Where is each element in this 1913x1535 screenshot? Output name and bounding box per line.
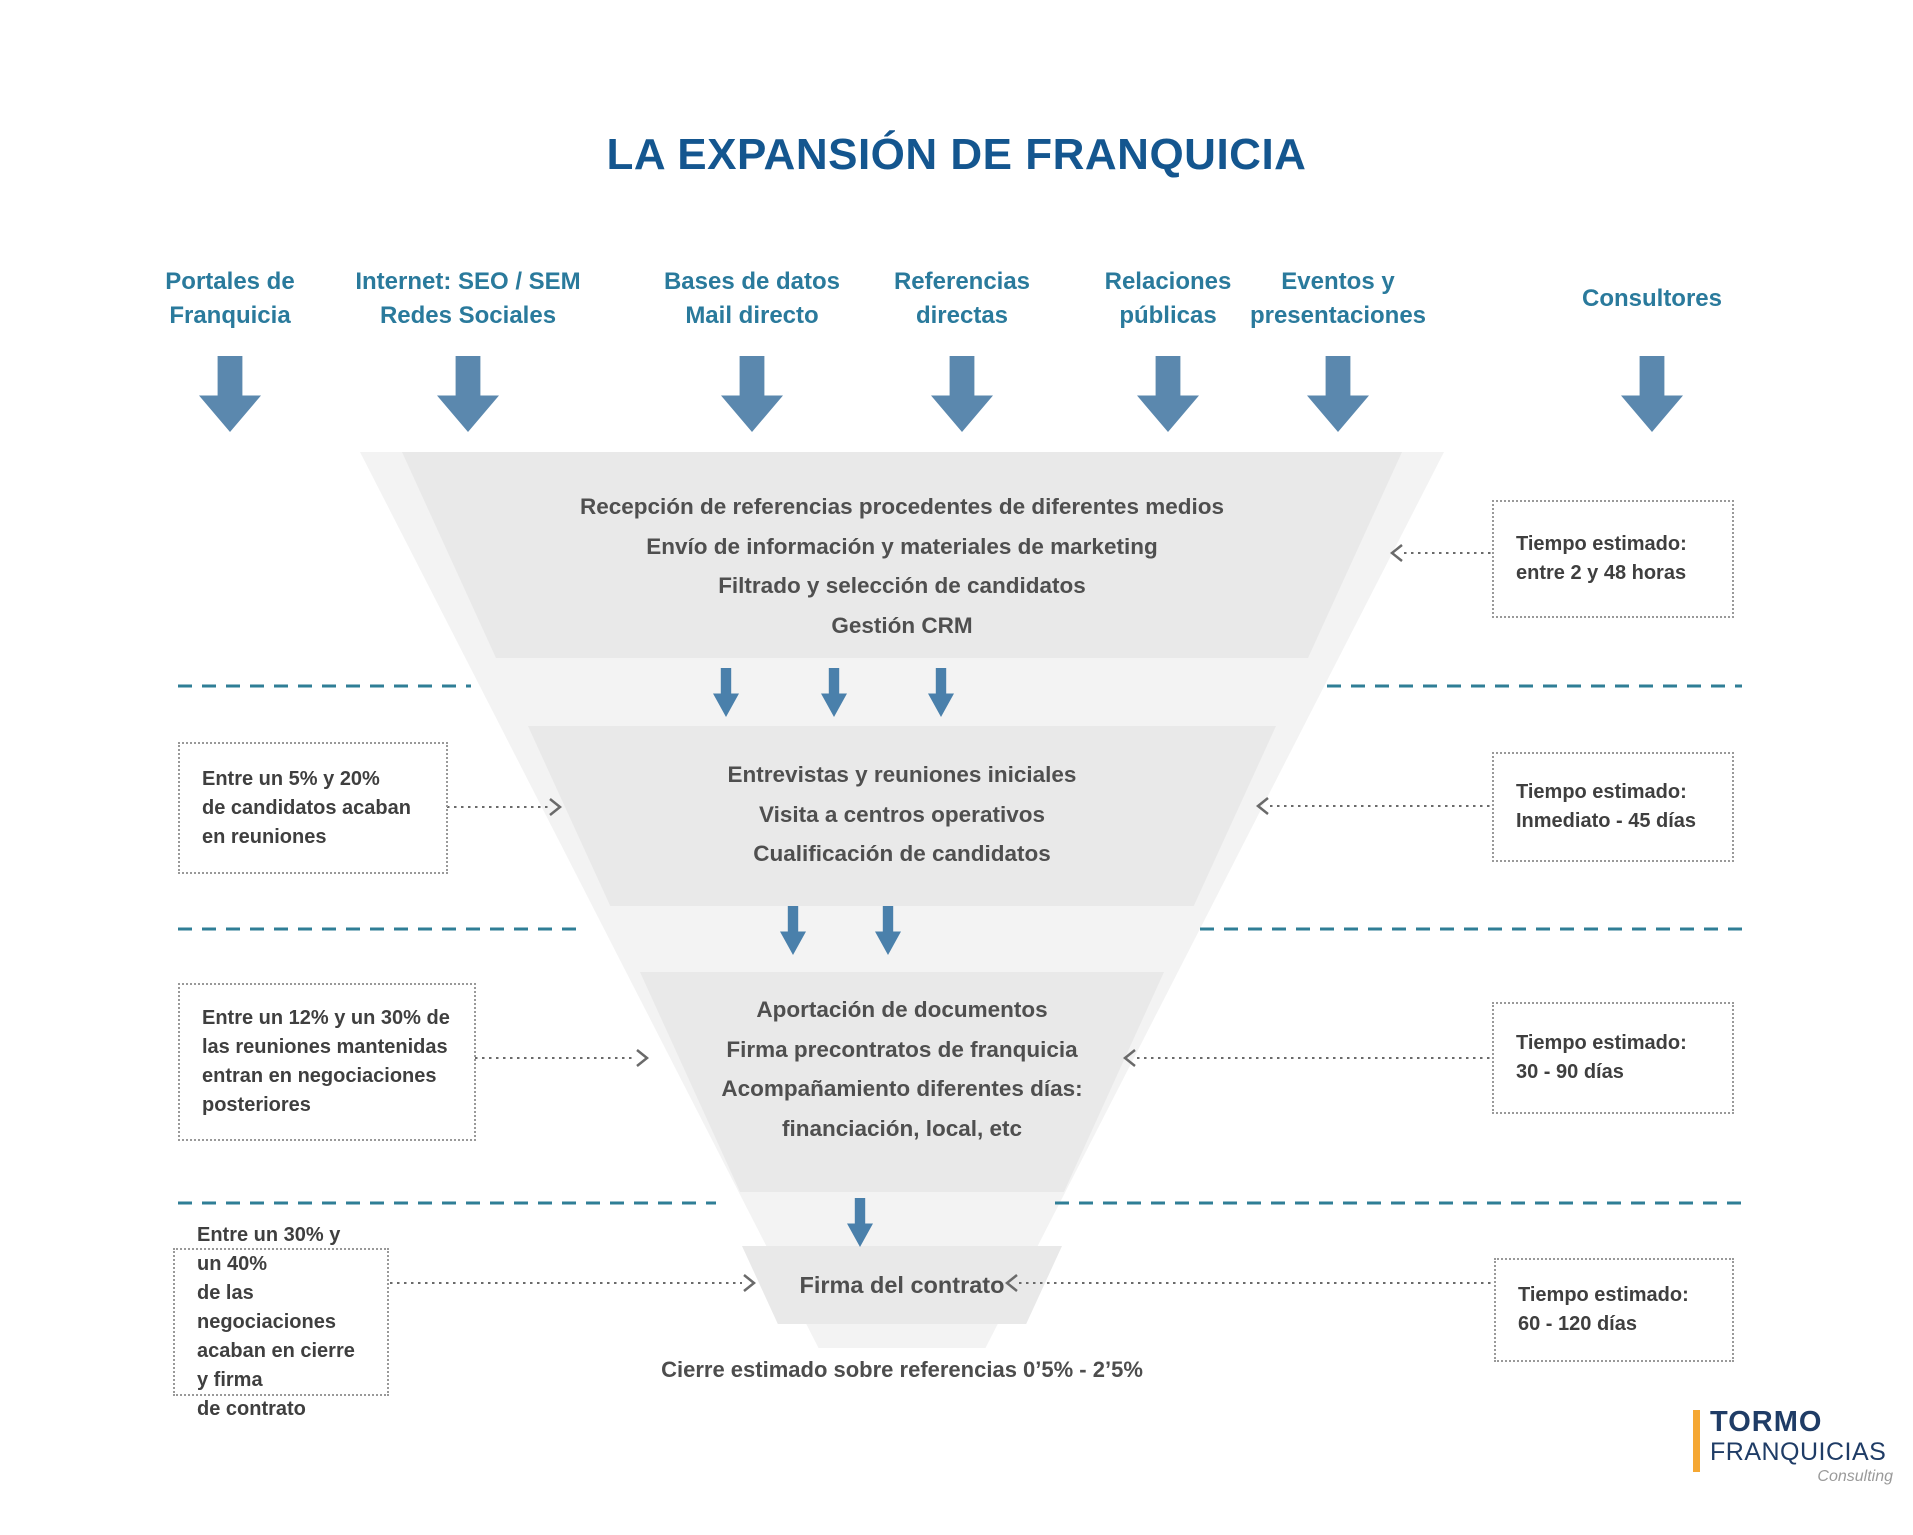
- note-line: de candidatos acaban: [202, 796, 411, 819]
- channel-label: Referencias directas: [832, 262, 1092, 336]
- stage-text-line: Envío de información y materiales de mar…: [646, 533, 1158, 559]
- down-arrow-icon: [437, 356, 499, 432]
- down-arrow-icon: [199, 356, 261, 432]
- channel-bases-de-datos: Bases de datos Mail directo: [622, 262, 882, 432]
- channel-label-line: directas: [915, 302, 1009, 329]
- note-line: Inmediato - 45 días: [1516, 810, 1697, 832]
- page-title: LA EXPANSIÓN DE FRANQUICIA: [606, 130, 1307, 179]
- note-line: acaban en cierre y firma: [197, 1339, 355, 1391]
- conversion-note-closing: Entre un 30% y un 40% de las negociacion…: [173, 1224, 389, 1420]
- channel-label-line: presentaciones: [1249, 302, 1427, 329]
- channel-label-line: Consultores: [1581, 285, 1722, 312]
- note-line: entran en negociaciones: [202, 1065, 437, 1087]
- note-line: Entre un 5% y 20%: [202, 767, 380, 790]
- note-line: posteriores: [202, 1094, 311, 1116]
- conversion-note-meetings: Entre un 5% y 20% de candidatos acaban e…: [178, 742, 448, 874]
- channel-label: Internet: SEO / SEM Redes Sociales: [338, 262, 598, 336]
- channel-internet-seo-sem: Internet: SEO / SEM Redes Sociales: [338, 262, 598, 432]
- note-line: Entre un 30% y un 40%: [197, 1223, 341, 1275]
- note-line: de las negociaciones: [197, 1281, 336, 1333]
- stage-text-line: Gestión CRM: [831, 612, 973, 638]
- funnel-stage-2-shape: [528, 726, 1276, 906]
- stage-text-line: Cualificación de candidatos: [753, 841, 1051, 866]
- note-line: en reuniones: [202, 825, 327, 848]
- channel-relaciones-publicas: Relaciones públicas: [1038, 262, 1298, 432]
- note-line: Tiempo estimado:: [1516, 533, 1687, 555]
- logo-word-tormo: TORMO: [1710, 1406, 1823, 1438]
- channel-portales-franquicia: Portales de Franquicia: [100, 262, 360, 432]
- channel-label-line: Referencias: [893, 268, 1031, 295]
- stage-text-line: Filtrado y selección de candidatos: [718, 573, 1086, 598]
- time-note-stage-4: Tiempo estimado: 60 - 120 días: [1494, 1258, 1734, 1362]
- stage-text-line: Acompañamiento diferentes días:: [721, 1076, 1083, 1101]
- note-line: 60 - 120 días: [1518, 1313, 1637, 1335]
- channel-consultores: Consultores: [1522, 262, 1782, 432]
- channel-label: Bases de datos Mail directo: [622, 262, 882, 336]
- note-line: Tiempo estimado:: [1516, 781, 1687, 803]
- down-arrow-icon: [931, 356, 993, 432]
- tormo-franquicias-logo: TORMO FRANQUICIAS Consulting: [1693, 1406, 1893, 1486]
- channel-label-line: Relaciones: [1104, 268, 1232, 295]
- channel-label-line: Portales de: [165, 268, 295, 295]
- logo-text: TORMO FRANQUICIAS Consulting: [1710, 1406, 1893, 1486]
- funnel-stage-4-text: Firma del contrato: [742, 1266, 1062, 1306]
- time-note-stage-2: Tiempo estimado: Inmediato - 45 días: [1492, 752, 1734, 862]
- note-line: entre 2 y 48 horas: [1516, 562, 1687, 584]
- channel-label-line: públicas: [1119, 302, 1217, 329]
- note-line: las reuniones mantenidas: [202, 1036, 448, 1058]
- channel-label-line: Bases de datos: [663, 268, 841, 295]
- logo-word-franquicias: FRANQUICIAS: [1710, 1438, 1887, 1466]
- down-arrow-icon: [1621, 356, 1683, 432]
- channel-label-line: Mail directo: [685, 302, 819, 329]
- stage-text-line: Visita a centros operativos: [759, 801, 1045, 827]
- note-line: Entre un 12% y un 30% de: [202, 1007, 450, 1029]
- stage-text-line: Firma del contrato: [799, 1272, 1005, 1298]
- channel-label: Portales de Franquicia: [100, 262, 360, 336]
- down-arrow-icon: [1307, 356, 1369, 432]
- closing-rate-caption: Cierre estimado sobre referencias 0’5% -…: [661, 1357, 1143, 1382]
- logo-orange-bar-icon: [1693, 1410, 1700, 1472]
- channel-label: Consultores: [1522, 262, 1782, 336]
- note-line: de contrato: [197, 1397, 306, 1420]
- channel-referencias-directas: Referencias directas: [832, 262, 1092, 432]
- time-note-stage-1: Tiempo estimado: entre 2 y 48 horas: [1492, 500, 1734, 618]
- down-arrow-icon: [1137, 356, 1199, 432]
- time-note-stage-3: Tiempo estimado: 30 - 90 días: [1492, 1002, 1734, 1114]
- stage-text-line: Firma precontratos de franquicia: [726, 1036, 1078, 1062]
- channel-label-line: Franquicia: [169, 302, 291, 329]
- down-arrow-icon: [721, 356, 783, 432]
- note-line: Tiempo estimado:: [1518, 1284, 1689, 1306]
- funnel-stage-1-shape: [402, 452, 1402, 658]
- funnel-stage-3-text: Aportación de documentos Firma precontra…: [640, 990, 1164, 1148]
- note-line: Tiempo estimado:: [1516, 1032, 1687, 1054]
- note-line: 30 - 90 días: [1516, 1061, 1624, 1083]
- stage-text-line: financiación, local, etc: [781, 1115, 1023, 1141]
- channel-label: Relaciones públicas: [1038, 262, 1298, 336]
- funnel-stage-1-text: Recepción de referencias procedentes de …: [402, 487, 1402, 645]
- conversion-note-negotiations: Entre un 12% y un 30% de las reuniones m…: [178, 983, 476, 1141]
- funnel-stage-3-shape: [640, 972, 1164, 1192]
- channel-label-line: Eventos y: [1281, 268, 1395, 295]
- funnel-stage-2-text: Entrevistas y reuniones iniciales Visita…: [528, 755, 1276, 874]
- stage-text-line: Recepción de referencias procedentes de …: [580, 494, 1224, 519]
- channel-label-line: Redes Sociales: [379, 302, 557, 329]
- channel-label-line: Internet: SEO / SEM: [355, 268, 581, 295]
- logo-word-consulting: Consulting: [1817, 1468, 1893, 1485]
- stage-text-line: Aportación de documentos: [756, 997, 1048, 1022]
- channel-label: Eventos y presentaciones: [1208, 262, 1468, 336]
- stage-text-line: Entrevistas y reuniones iniciales: [727, 762, 1077, 787]
- channel-eventos-presentaciones: Eventos y presentaciones: [1208, 262, 1468, 432]
